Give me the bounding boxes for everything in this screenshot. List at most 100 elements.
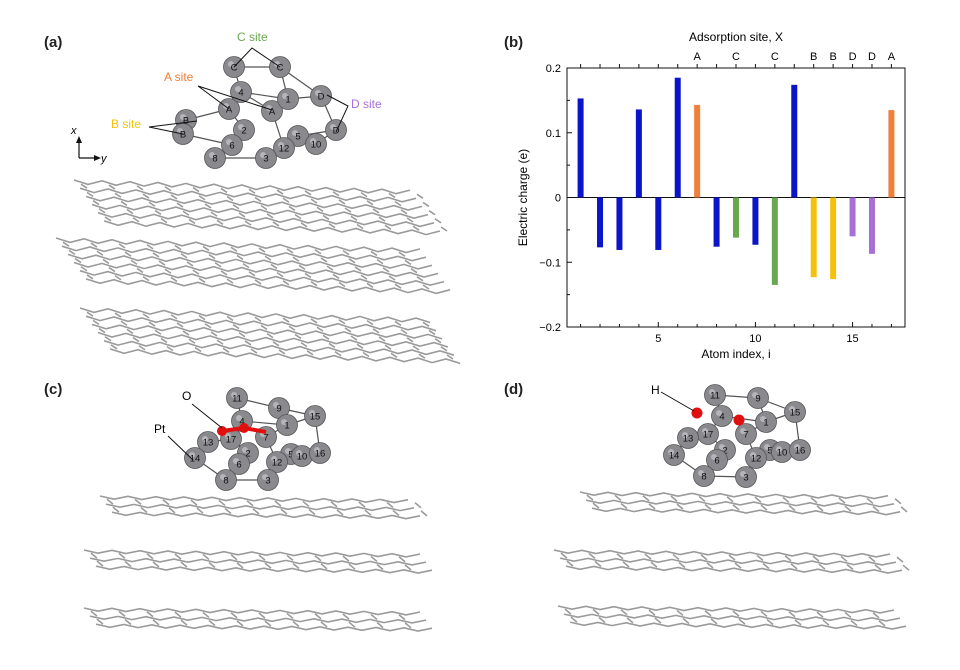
pt-leader-line xyxy=(167,435,194,461)
atom-index-label: 2 xyxy=(241,126,246,137)
atom-index-label: 12 xyxy=(279,144,290,155)
atom-index-label: 15 xyxy=(310,412,321,423)
c-site-label: C site xyxy=(237,30,268,44)
pt-atom: 14 xyxy=(184,447,206,469)
atom-index-label: 10 xyxy=(297,452,308,463)
pt-atom: 15 xyxy=(784,401,806,423)
atom-index-label: 14 xyxy=(669,451,680,462)
atom-index-label: 8 xyxy=(701,472,706,483)
atom-index-label: 8 xyxy=(212,154,217,165)
graphene-layers-d xyxy=(553,491,910,630)
bar-atom-8 xyxy=(713,197,720,247)
pt-label: Pt xyxy=(154,422,166,436)
pt-atom: 11 xyxy=(704,384,726,406)
atom-index-label: 3 xyxy=(265,476,270,487)
pt-atom: 16 xyxy=(309,442,331,464)
o-label: O xyxy=(182,389,191,403)
pt-atom: 5 xyxy=(287,125,309,147)
atom-index-label: 17 xyxy=(226,435,237,446)
pt-atom: 3 xyxy=(735,466,757,488)
graphene-sheet xyxy=(55,237,451,295)
atom-index-label: 17 xyxy=(703,430,714,441)
o-leader-line xyxy=(191,403,223,429)
pt-atom: 14 xyxy=(663,444,685,466)
bar-atom-9 xyxy=(733,197,739,238)
atom-index-label: 6 xyxy=(229,141,234,152)
atom-index-label: A xyxy=(226,105,233,116)
atom-index-label: A xyxy=(269,107,276,118)
graphene-sheet xyxy=(79,307,461,365)
pt-atom: 3 xyxy=(257,469,279,491)
h-leader-line xyxy=(660,391,695,412)
oxygen-adsorbate xyxy=(217,423,267,436)
pt-atom: 16 xyxy=(789,439,811,461)
axis-x-label: x xyxy=(70,125,77,137)
atom-index-label: D xyxy=(318,92,325,103)
atom-index-label: C xyxy=(277,63,284,74)
x-tick-label: 10 xyxy=(749,333,761,345)
panel-d-label: (d) xyxy=(504,381,524,398)
y-tick-label: −0.1 xyxy=(539,257,561,269)
pt-atom: 2 xyxy=(233,119,255,141)
atom-index-label: 7 xyxy=(743,430,748,441)
pt-atom: 10 xyxy=(305,133,327,155)
atom-index-label: 14 xyxy=(190,454,201,465)
pt-atom: 3 xyxy=(255,147,277,169)
site-tick-label: A xyxy=(888,51,896,63)
atom-index-label: 2 xyxy=(722,446,727,457)
atom-index-label: 6 xyxy=(714,456,719,467)
y-tick-label: 0.2 xyxy=(546,63,561,75)
site-tick-label: C xyxy=(732,51,740,63)
pt-atom: 9 xyxy=(747,387,769,409)
site-tick-label: B xyxy=(829,51,836,63)
atom-index-label: 4 xyxy=(238,88,243,99)
atom-index-label: 11 xyxy=(232,394,242,405)
bar-atom-14 xyxy=(830,197,837,280)
pt-atom: 4 xyxy=(230,81,252,103)
bar-atom-10 xyxy=(752,197,759,245)
panel-b-label: (b) xyxy=(504,34,524,51)
pt-atom: 13 xyxy=(677,427,699,449)
pt-atom: 6 xyxy=(228,453,250,475)
bar-atom-12 xyxy=(791,84,798,198)
x-axis-label: Atom index, i xyxy=(701,347,770,361)
bar-atom-7 xyxy=(694,104,701,198)
x-tick-label: 5 xyxy=(655,333,661,345)
atom-index-label: B xyxy=(180,130,186,141)
axis-y-label: y xyxy=(100,153,108,165)
pt-atom: 4 xyxy=(711,405,733,427)
site-tick-label: B xyxy=(810,51,817,63)
atom-index-label: 3 xyxy=(263,154,268,165)
atom-index-label: C xyxy=(231,63,238,74)
pt-atom: 12 xyxy=(266,451,288,473)
atom-index-label: 2 xyxy=(245,449,250,460)
y-tick-label: 0 xyxy=(555,193,561,205)
panel-c-label: (c) xyxy=(44,381,63,398)
atom-index-label: 16 xyxy=(795,446,806,457)
pt-atom: 12 xyxy=(745,447,767,469)
site-tick-label: A xyxy=(693,51,701,63)
atom-index-label: B xyxy=(183,116,189,127)
graphene-sheet xyxy=(579,491,908,516)
pt-atom: 8 xyxy=(204,147,226,169)
pt-atom: 1 xyxy=(755,411,777,433)
atom-index-label: 13 xyxy=(683,434,694,445)
panel-a-label: (a) xyxy=(44,34,63,51)
pt-atom: 6 xyxy=(706,449,728,471)
atom-index-label: 4 xyxy=(239,417,244,428)
atom-index-label: 9 xyxy=(276,404,281,415)
atom-index-label: 15 xyxy=(790,408,801,419)
bar-atom-11 xyxy=(771,197,778,285)
atom-index-label: 5 xyxy=(288,450,293,461)
graphene-layers-c xyxy=(83,495,433,632)
atom-index-label: 1 xyxy=(285,95,290,106)
y-tick-label: 0.1 xyxy=(546,128,561,140)
atom-index-label: 4 xyxy=(719,412,724,423)
atom-index-label: 5 xyxy=(767,446,772,457)
bar-atom-2 xyxy=(597,197,604,248)
